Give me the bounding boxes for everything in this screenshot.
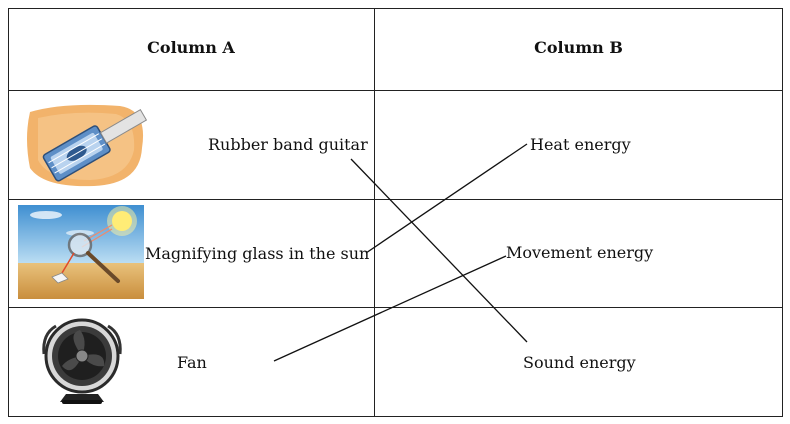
column-b-header: Column B [534, 38, 623, 57]
column-divider [374, 8, 375, 417]
magnifying-glass-sun-image [18, 205, 144, 299]
column-a-item-magnifying-glass: Magnifying glass in the sun [145, 244, 370, 263]
column-a-item-fan: Fan [177, 353, 207, 372]
row-divider [8, 90, 783, 91]
row-divider [8, 199, 783, 200]
rubber-band-guitar-image [24, 98, 152, 190]
fan-image [36, 314, 128, 410]
column-a-item-rubber-band-guitar: Rubber band guitar [208, 135, 368, 154]
column-b-item-sound-energy: Sound energy [523, 353, 636, 372]
column-a-header: Column A [147, 38, 235, 57]
match-line-fan-to-movement [273, 255, 507, 362]
column-b-item-heat-energy: Heat energy [530, 135, 631, 154]
row-divider [8, 307, 783, 308]
matching-table [8, 8, 783, 417]
match-line-guitar-to-sound [350, 158, 528, 343]
column-b-item-movement-energy: Movement energy [506, 243, 654, 262]
match-line-magnifier-to-heat [365, 143, 528, 254]
